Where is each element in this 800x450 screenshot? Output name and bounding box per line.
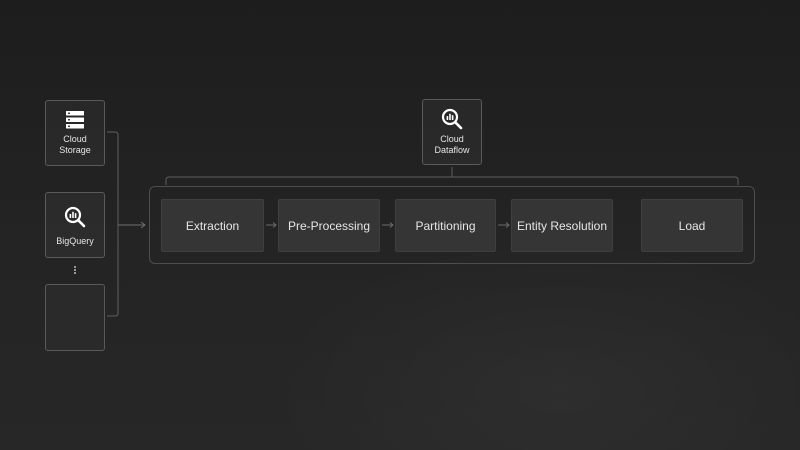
bigquery-icon: [64, 206, 86, 228]
cloud-dataflow-label: Cloud Dataflow: [434, 134, 470, 155]
sources-bracket: [107, 131, 119, 317]
placeholder-source-node: [45, 284, 105, 351]
storage-server-icon: [66, 111, 84, 129]
stage-load: Load: [641, 199, 743, 252]
cloud-dataflow-node: Cloud Dataflow: [422, 99, 482, 165]
cloud-storage-label: Cloud Storage: [59, 134, 91, 155]
bigquery-node: BigQuery: [45, 192, 105, 258]
more-sources-ellipsis-icon: [74, 266, 76, 275]
dataflow-icon: [441, 108, 463, 130]
stage-partitioning: Partitioning: [395, 199, 496, 252]
bigquery-label: BigQuery: [56, 236, 94, 246]
dataflow-bracket: [165, 176, 739, 185]
cloud-storage-node: Cloud Storage: [45, 100, 105, 166]
stage-pre-processing: Pre-Processing: [278, 199, 380, 252]
sources-to-pipeline-arrowhead: [140, 221, 146, 229]
stage-entity-resolution: Entity Resolution: [511, 199, 613, 252]
pipeline-container: [149, 186, 755, 264]
stage-extraction: Extraction: [161, 199, 264, 252]
